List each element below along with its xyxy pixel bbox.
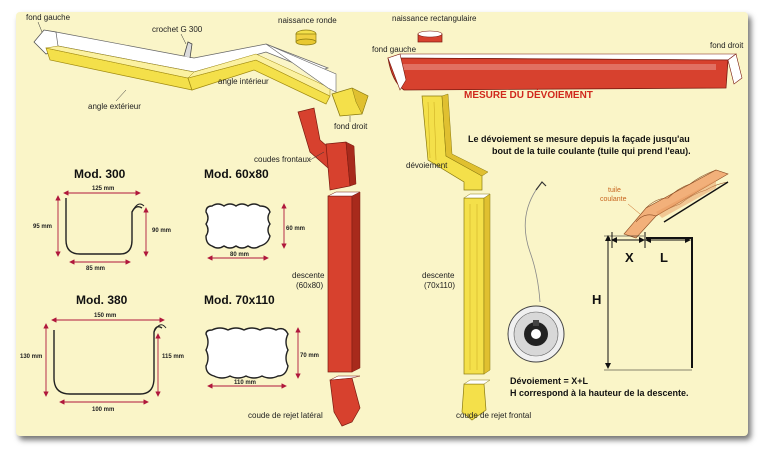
model-title-70x110: Mod. 70x110	[204, 293, 275, 307]
label-fond-droit-left: fond droit	[334, 122, 368, 131]
gutter-diagram: fond gauche crochet G 300 naissance rond…	[20, 13, 744, 427]
round-outlet-icon	[295, 29, 317, 46]
model-title-380: Mod. 380	[76, 293, 128, 307]
rect-outlet-icon	[417, 30, 443, 43]
side-shoe-icon	[329, 377, 361, 427]
profile-mod-60x80	[205, 203, 271, 249]
right-downpipe	[421, 93, 491, 421]
crochet-hook-icon	[183, 41, 193, 59]
label-x: X	[625, 250, 634, 265]
measure-line1: Le dévoiement se mesure depuis la façade…	[468, 134, 690, 144]
label-angle-interieur: angle intérieur	[218, 77, 269, 86]
roof-tiles	[623, 169, 729, 239]
dim-60x80-right: 60 mm	[286, 226, 305, 232]
label-devoiement: dévoiement	[406, 161, 448, 170]
label-coude-rejet-frontal: coude de rejet frontal	[456, 411, 531, 420]
dim-380-top: 150 mm	[94, 313, 116, 319]
dim-70x110-bottom: 110 mm	[234, 380, 256, 386]
label-naissance-rect: naissance rectangulaire	[392, 14, 477, 23]
downpipe-70x110	[463, 197, 485, 375]
label-coudes-frontaux: coudes frontaux	[254, 155, 311, 164]
dim-380-left: 130 mm	[20, 354, 42, 360]
lower-elbow-icon	[325, 141, 351, 191]
label-fond-droit-right: fond droit	[710, 41, 744, 50]
diagram-panel: fond gauche crochet G 300 naissance rond…	[16, 12, 748, 436]
label-fond-gauche: fond gauche	[26, 13, 71, 22]
dim-380-bottom: 100 mm	[92, 407, 114, 413]
profile-mod-70x110	[205, 327, 289, 379]
label-crochet: crochet G 300	[152, 25, 203, 34]
label-l: L	[660, 250, 668, 265]
dim-300-bottom: 85 mm	[86, 266, 105, 272]
measure-note: H correspond à la hauteur de la descente…	[510, 388, 689, 398]
dim-300-left: 95 mm	[33, 224, 52, 230]
facade-wall	[646, 237, 693, 368]
right-gutter-left-cap-icon	[387, 53, 407, 91]
label-descente-right: descente	[422, 271, 455, 280]
label-angle-exterieur: angle extérieur	[88, 102, 141, 111]
label-h: H	[592, 292, 601, 307]
label-coulante: coulante	[600, 196, 627, 203]
model-title-300: Mod. 300	[74, 167, 126, 181]
model-title-60x80: Mod. 60x80	[204, 167, 269, 181]
measure-line2: bout de la tuile coulante (tuile qui pre…	[492, 146, 691, 156]
right-gutter-right-cap-icon	[727, 53, 743, 85]
label-coude-rejet-lateral: coude de rejet latéral	[248, 411, 323, 420]
right-gutter-assembly	[387, 30, 743, 91]
dim-300-right: 90 mm	[152, 228, 171, 234]
label-descente-size-left: (60x80)	[296, 281, 323, 290]
left-downpipe	[297, 107, 361, 427]
label-naissance-ronde: naissance ronde	[278, 16, 337, 25]
measure-formula: Dévoiement = X+L	[510, 376, 589, 386]
profile-mod-300	[65, 198, 145, 255]
measure-title: MESURE DU DÉVOIEMENT	[464, 88, 593, 101]
dim-60x80-bottom: 80 mm	[230, 252, 249, 258]
dim-380-right: 115 mm	[162, 354, 184, 360]
label-tuile: tuile	[608, 187, 621, 194]
label-descente-size-right: (70x110)	[424, 281, 455, 290]
downpipe-60x80	[327, 195, 353, 373]
profile-mod-380	[53, 324, 167, 395]
dim-300-top: 125 mm	[92, 186, 114, 192]
left-gutter-assembly	[33, 29, 369, 117]
label-fond-gauche-right: fond gauche	[372, 45, 417, 54]
label-descente-left: descente	[292, 271, 325, 280]
red-gutter	[387, 57, 729, 91]
measuring-tape-icon	[507, 181, 565, 363]
dim-70x110-right: 70 mm	[300, 353, 319, 359]
